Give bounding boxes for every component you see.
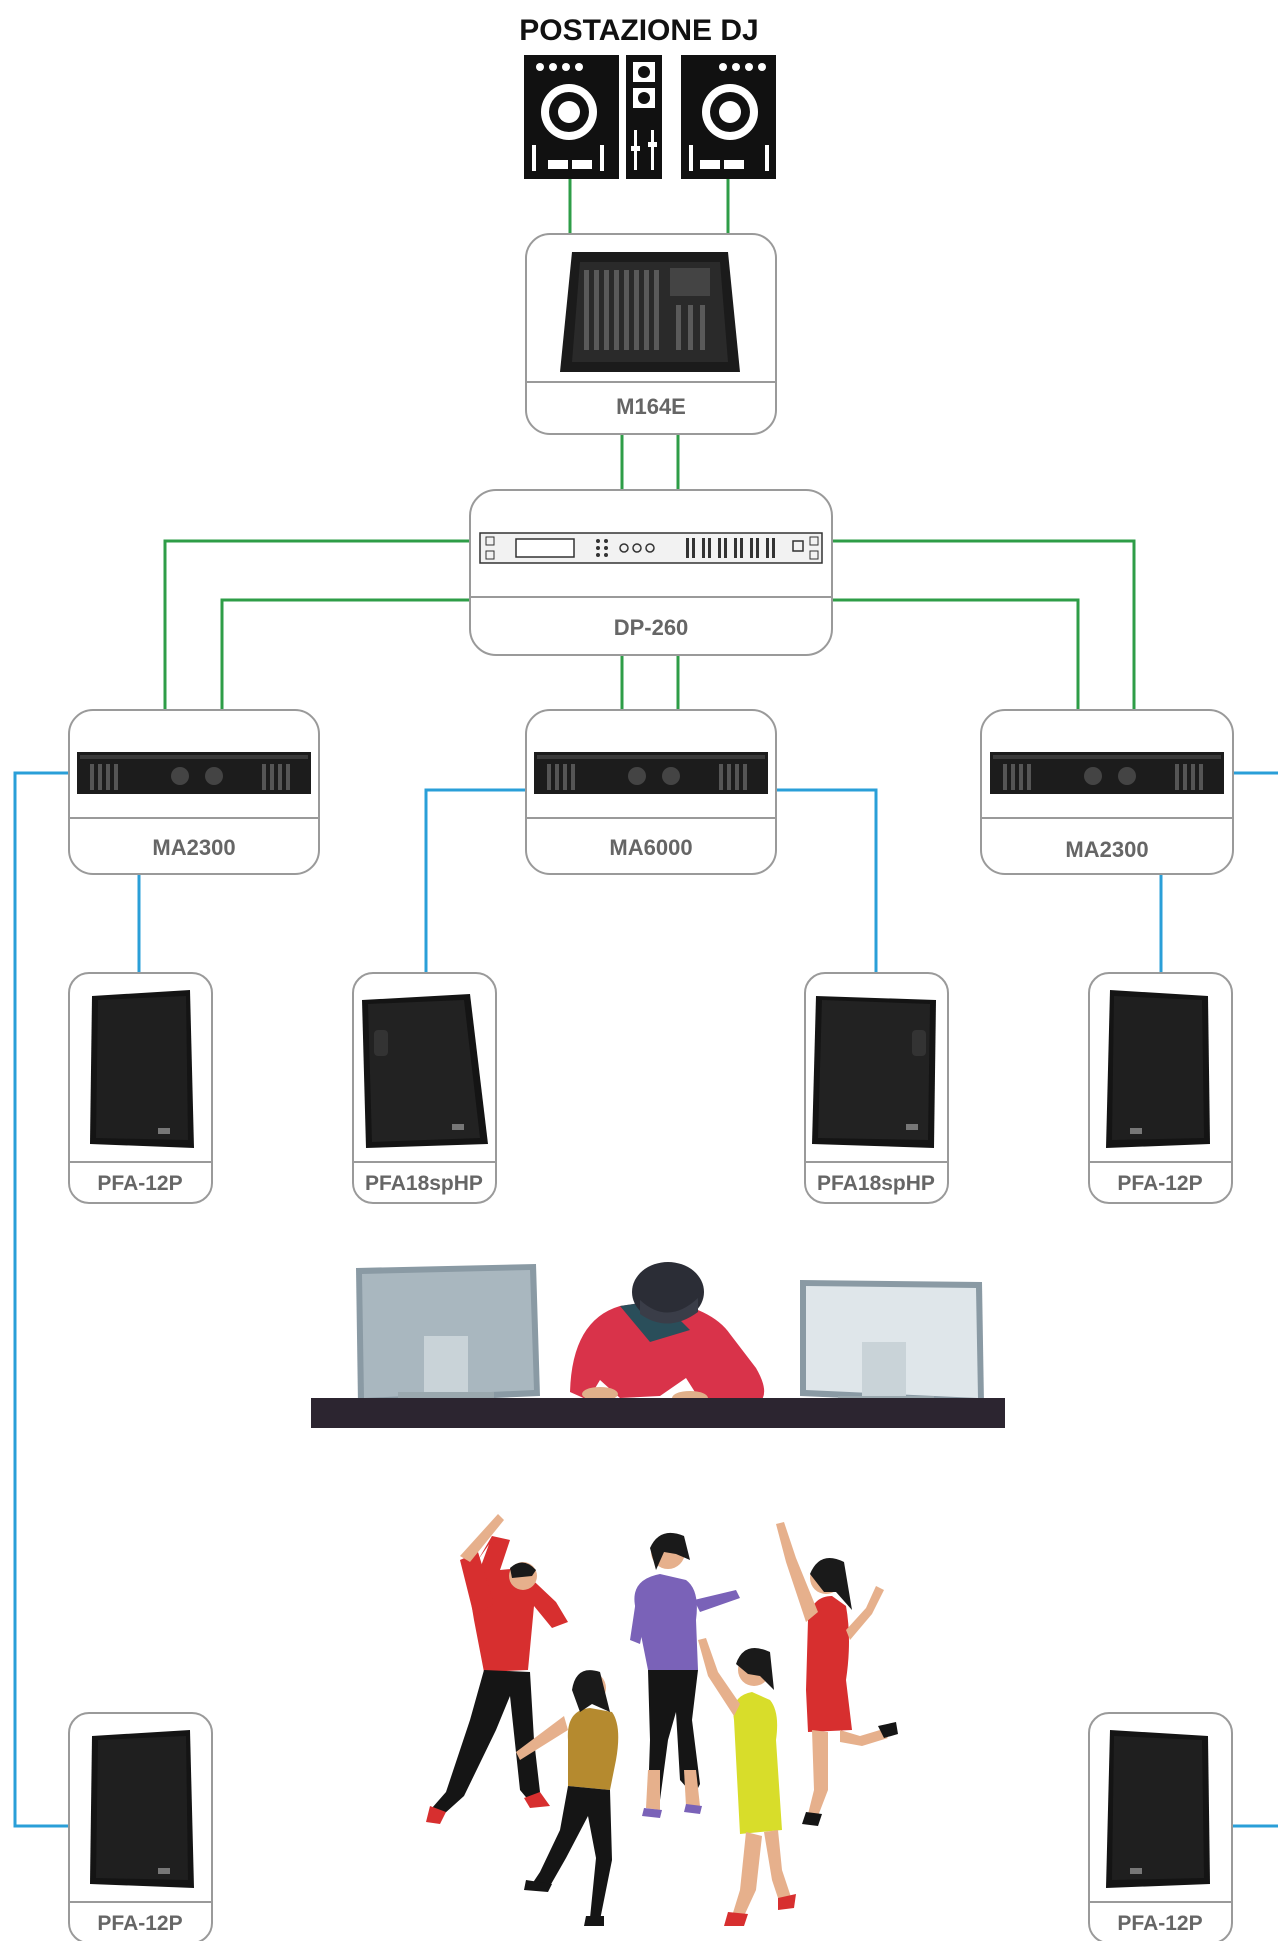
dj-controller-icon <box>524 55 776 179</box>
amp-left-node: MA2300 <box>68 709 320 875</box>
signal-connections <box>163 179 1136 710</box>
sub-left-node: PFA18spHP <box>352 972 497 1204</box>
sub-left-image <box>362 994 488 1148</box>
mixer-node: M164E <box>525 233 777 435</box>
amp-right-image <box>990 752 1224 794</box>
amp-center-node: MA6000 <box>525 709 777 875</box>
sub-right-image <box>812 996 936 1148</box>
speaker-bottom-right-image <box>1106 1730 1210 1888</box>
speaker-right-image <box>1106 990 1210 1148</box>
processor-label: DP-260 <box>614 615 689 640</box>
dancing-crowd-illustration <box>426 1514 898 1926</box>
amp-left-label: MA2300 <box>152 835 235 860</box>
processor-node: DP-260 <box>469 489 833 656</box>
dj-booth-illustration <box>311 1262 1005 1428</box>
speaker-bottom-left-image <box>90 1730 194 1888</box>
speaker-left-image <box>90 990 194 1148</box>
speaker-bottom-right-label: PFA-12P <box>1117 1912 1202 1935</box>
speaker-right-node: PFA-12P <box>1088 972 1233 1204</box>
mixer-image <box>560 252 740 372</box>
speaker-left-label: PFA-12P <box>97 1172 182 1195</box>
speaker-bottom-left-node: PFA-12P <box>68 1712 213 1941</box>
amp-center-image <box>534 752 768 794</box>
diagram-title: POSTAZIONE DJ <box>519 14 758 47</box>
amp-right-node: MA2300 <box>980 709 1234 875</box>
sub-right-label: PFA18spHP <box>817 1172 935 1195</box>
processor-image <box>479 532 823 564</box>
speaker-connections <box>13 771 1278 1828</box>
speaker-bottom-right-node: PFA-12P <box>1088 1712 1233 1941</box>
speaker-bottom-left-label: PFA-12P <box>97 1912 182 1935</box>
sub-left-label: PFA18spHP <box>365 1172 483 1195</box>
amp-left-image <box>77 752 311 794</box>
amp-right-label: MA2300 <box>1065 837 1148 862</box>
amp-center-label: MA6000 <box>609 835 692 860</box>
mixer-label: M164E <box>616 394 686 419</box>
speaker-left-node: PFA-12P <box>68 972 213 1204</box>
sub-right-node: PFA18spHP <box>804 972 949 1204</box>
speaker-right-label: PFA-12P <box>1117 1172 1202 1195</box>
